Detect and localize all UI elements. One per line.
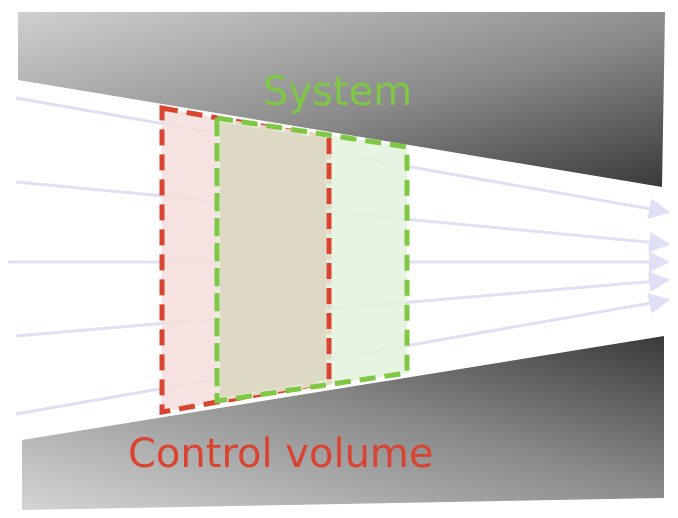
lower-wall: [22, 336, 664, 510]
system-label: System: [263, 69, 412, 115]
upper-wall: [18, 12, 665, 187]
control-volume-label: Control volume: [128, 431, 434, 477]
overlap-region: [220, 122, 326, 398]
